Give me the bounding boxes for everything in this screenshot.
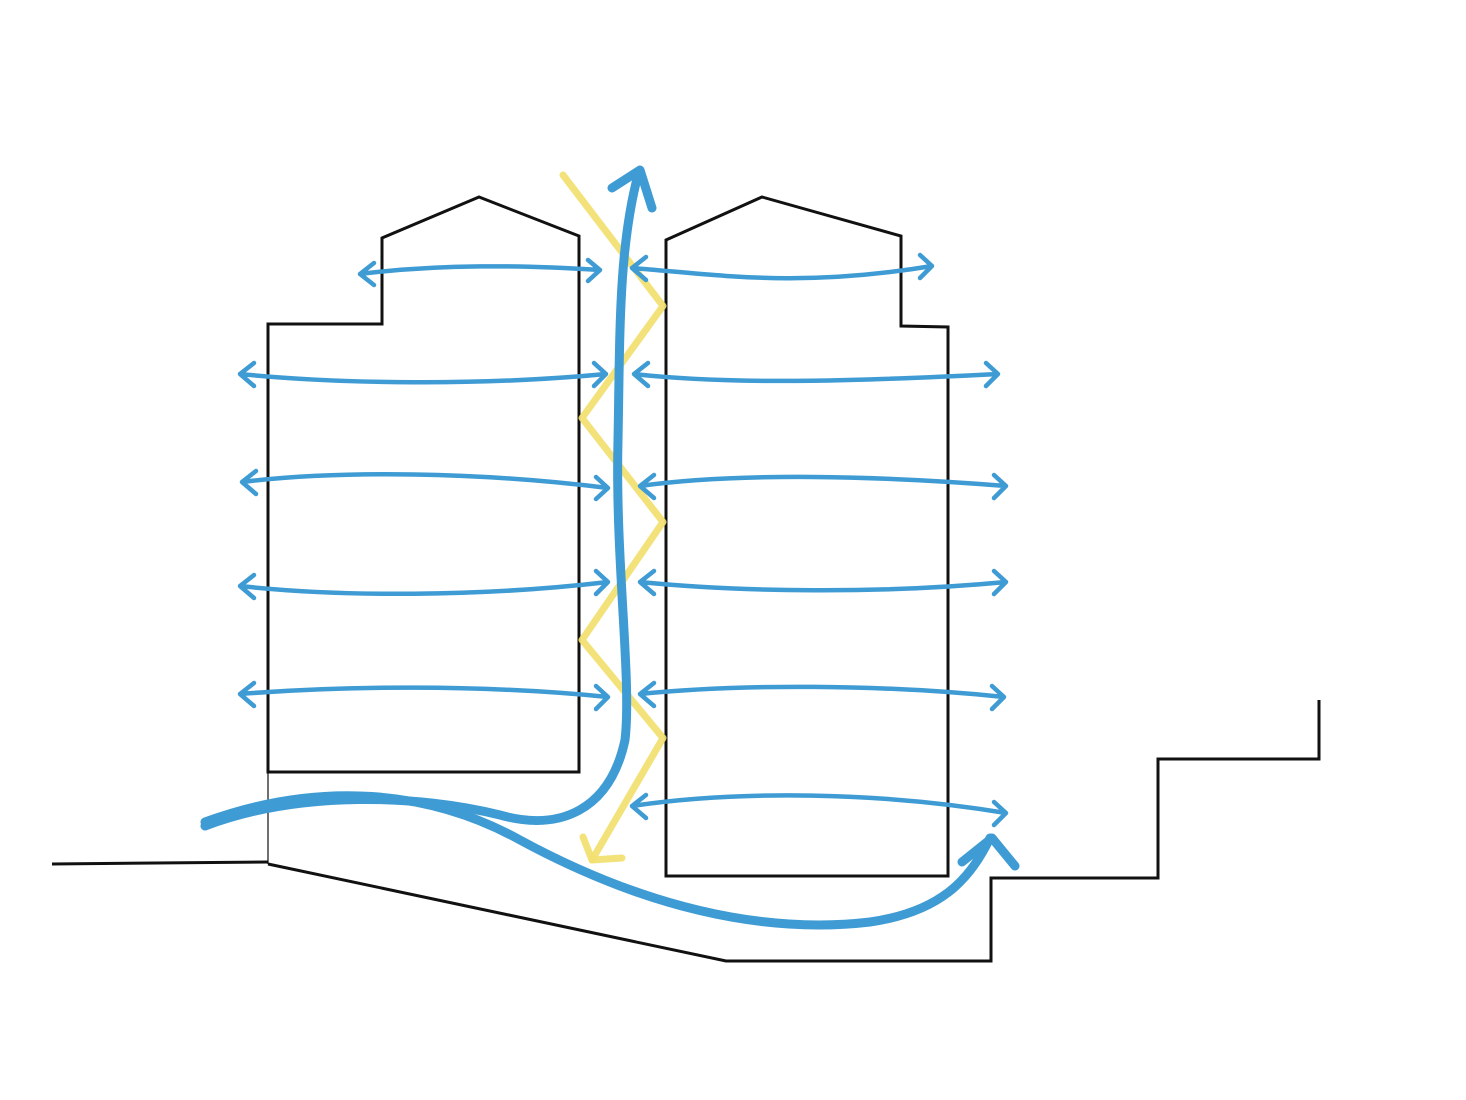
lower-airflow	[200, 791, 1020, 930]
airflow-rising-arrowhead	[607, 165, 657, 213]
right-building-cross-ventilation	[629, 252, 1009, 828]
ground-line-left	[51, 860, 269, 866]
basement-profile	[267, 700, 1321, 963]
left-vent-arrow-1	[357, 257, 603, 288]
left-vent-arrow-3	[239, 468, 611, 502]
left-vent-arrow-4	[237, 568, 611, 601]
right-vent-arrow-2	[631, 360, 1001, 389]
right-vent-arrow-3	[637, 472, 1009, 501]
daylight-arrowhead	[579, 833, 626, 864]
airflow-rising-path	[200, 170, 643, 831]
left-building-cross-ventilation	[237, 257, 611, 712]
right-vent-arrow-4	[637, 568, 1009, 597]
airflow-lower-arrowhead	[957, 833, 1020, 871]
daylight-zigzag	[559, 171, 667, 864]
right-vent-arrow-5	[637, 680, 1007, 712]
left-vent-arrow-5	[237, 680, 611, 712]
airflow-lower-path	[200, 791, 995, 930]
right-vent-arrow-1	[629, 252, 935, 283]
daylight-path	[559, 171, 667, 864]
left-vent-arrow-2	[237, 360, 609, 389]
right-building-outline	[664, 195, 950, 878]
right-vent-arrow-6	[629, 792, 1009, 828]
left-building-outline	[266, 195, 581, 774]
